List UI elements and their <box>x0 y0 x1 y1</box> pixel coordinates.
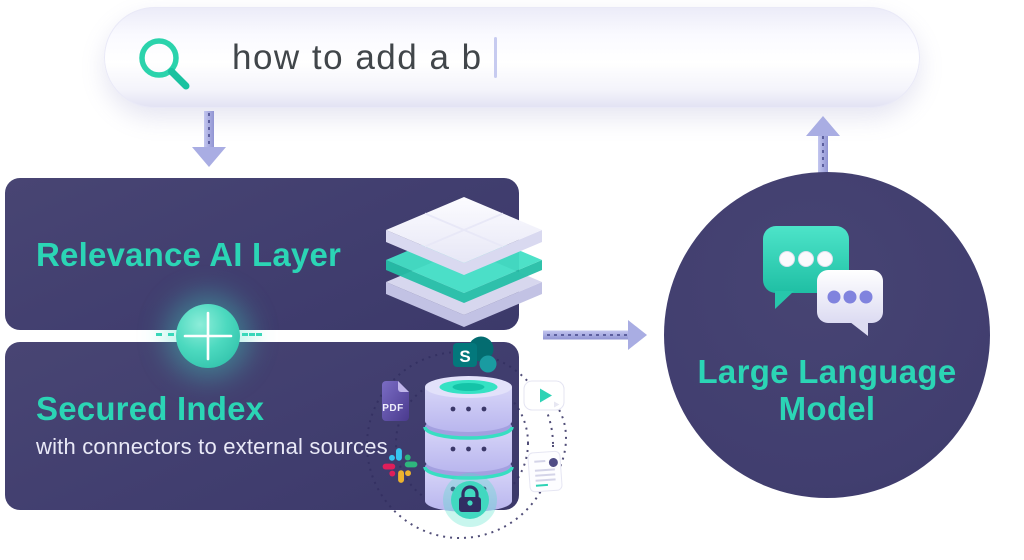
relevance-ai-layer-title: Relevance AI Layer <box>36 236 342 273</box>
chat-bubbles-icon <box>763 226 883 336</box>
search-query-text: how to add a b <box>232 37 483 77</box>
sharepoint-icon: S <box>453 336 497 373</box>
lock-icon <box>443 473 497 527</box>
magnifier-icon <box>139 38 190 90</box>
secured-index-title: Secured Index <box>36 390 265 427</box>
orbit-dotted-outer <box>366 351 554 539</box>
secured-index-subtitle: with connectors to external sources <box>36 434 388 459</box>
teal-dash-right <box>242 333 262 336</box>
llm-title: Large Language Model <box>664 353 990 427</box>
plus-icon <box>176 304 240 368</box>
llm-title-line1: Large Language <box>697 353 957 390</box>
large-language-model-node: Large Language Model <box>664 172 990 498</box>
document-file-icon <box>527 450 563 493</box>
svg-text:PDF: PDF <box>382 403 404 414</box>
arrow-down-icon <box>192 111 226 167</box>
svg-text:S: S <box>459 347 470 366</box>
video-file-icon <box>523 380 565 411</box>
layers-stack-icon <box>386 197 542 327</box>
database-icon <box>366 351 567 539</box>
llm-title-line2: Model <box>778 390 876 427</box>
slack-icon <box>382 448 418 483</box>
arrow-right-icon <box>543 320 647 350</box>
orbit-dotted-inner <box>395 376 529 510</box>
arrow-up-icon <box>806 116 840 173</box>
text-cursor <box>494 37 497 78</box>
teal-dash-left <box>156 333 174 336</box>
pdf-file-icon: PDF <box>382 381 409 421</box>
search-input[interactable]: how to add a b <box>104 7 920 108</box>
